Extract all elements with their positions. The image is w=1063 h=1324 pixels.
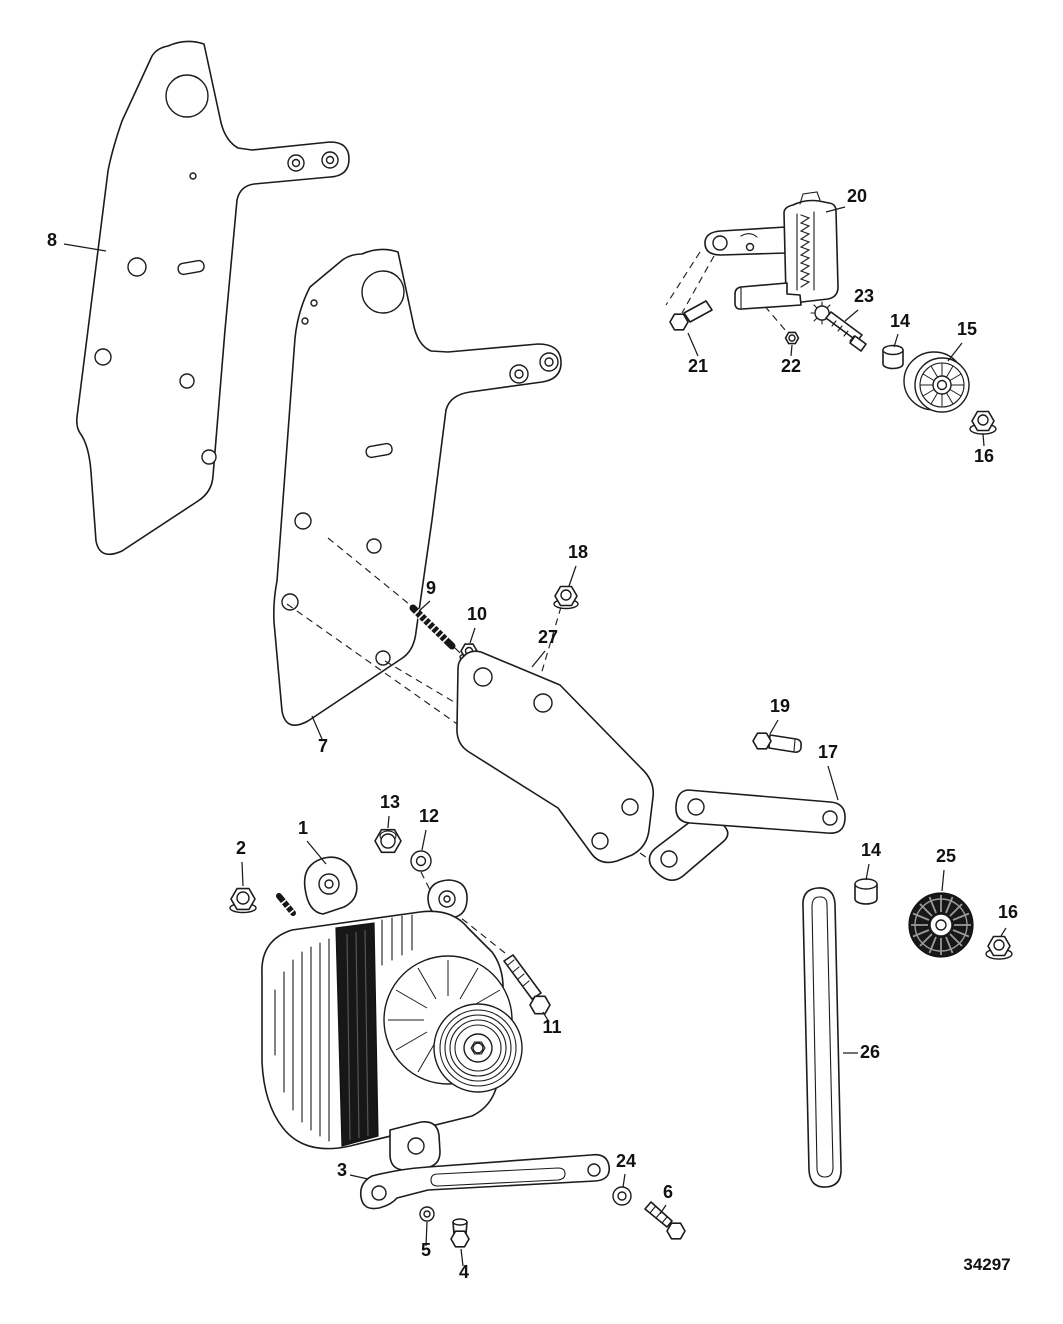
alternator-pulley (433, 1003, 523, 1093)
hex-bolt-4 (450, 1218, 470, 1248)
callout-labels: 8 20 21 22 23 14 15 16 18 9 10 27 7 19 1… (47, 186, 1018, 1282)
cap-nut (374, 828, 402, 854)
support-bracket (456, 650, 655, 864)
shoulder-bolt (752, 732, 802, 753)
callout-27: 27 (538, 627, 558, 647)
brace-arm (648, 789, 846, 882)
callout-4: 4 (459, 1262, 469, 1282)
pivot-bolt (669, 300, 713, 331)
callout-5: 5 (421, 1240, 431, 1260)
spacer-bushing-lower (854, 878, 878, 905)
callout-9: 9 (426, 578, 436, 598)
idler-pulley-top (903, 351, 970, 413)
drawing-number: 34297 (963, 1255, 1010, 1274)
callout-20: 20 (847, 186, 867, 206)
lock-nut-18 (553, 585, 579, 610)
idler-pulley-lower (908, 892, 974, 958)
callout-16b: 16 (998, 902, 1018, 922)
callout-12: 12 (419, 806, 439, 826)
callout-10: 10 (467, 604, 487, 624)
callout-17: 17 (818, 742, 838, 762)
flange-nut-2 (229, 887, 257, 914)
callout-8: 8 (47, 230, 57, 250)
callout-2: 2 (236, 838, 246, 858)
callout-leader-lines (63, 206, 1007, 1267)
callout-19: 19 (770, 696, 790, 716)
lower-brace-arm (359, 1153, 611, 1210)
adjuster-bracket (704, 191, 839, 310)
callout-13: 13 (380, 792, 400, 812)
callout-16a: 16 (974, 446, 994, 466)
callout-14b: 14 (861, 840, 881, 860)
callout-3: 3 (337, 1160, 347, 1180)
threaded-stud (409, 604, 456, 650)
callout-23: 23 (854, 286, 874, 306)
callout-21: 21 (688, 356, 708, 376)
callout-6: 6 (663, 1182, 673, 1202)
callout-11: 11 (542, 1017, 561, 1037)
flat-washer-24 (612, 1186, 632, 1206)
callout-15: 15 (957, 319, 977, 339)
callout-22: 22 (781, 356, 801, 376)
callout-25: 25 (936, 846, 956, 866)
callout-18: 18 (568, 542, 588, 562)
drive-belt (802, 887, 842, 1188)
hex-bolt-6 (644, 1201, 686, 1240)
flange-nut-lower (985, 935, 1013, 960)
bracket-plate-outer (76, 40, 350, 556)
callout-24: 24 (616, 1151, 636, 1171)
small-nut (784, 331, 800, 345)
bracket-plate-inner (273, 248, 562, 727)
small-washer-5 (419, 1206, 435, 1222)
alternator (261, 856, 523, 1171)
spacer-bushing-upper (882, 344, 904, 370)
mounting-bolt-11 (503, 954, 551, 1015)
callout-7: 7 (318, 736, 328, 756)
flange-nut-upper (969, 410, 997, 435)
callout-26: 26 (860, 1042, 880, 1062)
adjusting-screw (810, 301, 867, 352)
callout-14a: 14 (890, 311, 910, 331)
callout-1: 1 (298, 818, 308, 838)
flat-washer-12 (410, 850, 432, 872)
